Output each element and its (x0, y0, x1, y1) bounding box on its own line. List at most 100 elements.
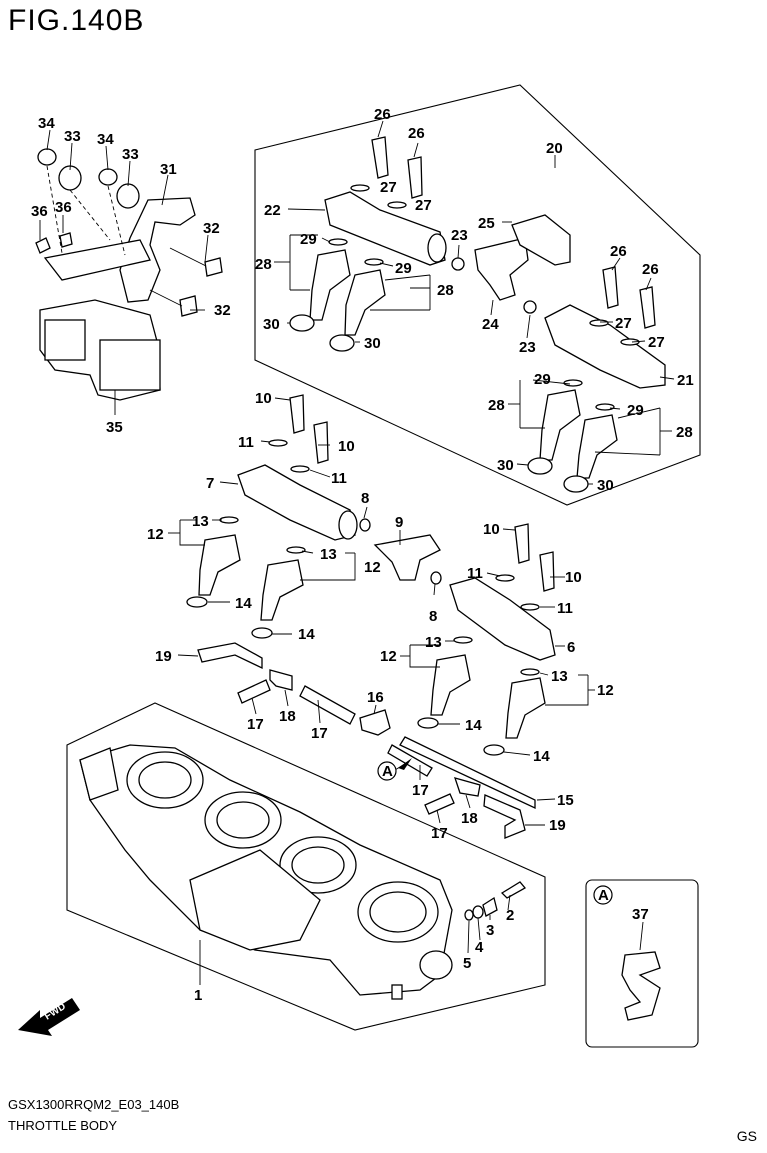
fuel-injector-12-lower-right (483, 668, 546, 756)
callout-10: 10 (565, 569, 582, 586)
hose-clamp-37 (621, 951, 661, 1021)
callout-20: 20 (546, 140, 563, 157)
callout-19: 19 (155, 648, 172, 665)
cover-25 (511, 214, 571, 266)
callout-4: 4 (475, 939, 484, 956)
callout-8: 8 (361, 490, 369, 507)
vacuum-hoses (197, 642, 536, 839)
callout-17: 17 (311, 725, 328, 742)
callout-36: 36 (55, 199, 72, 216)
callout-23: 23 (451, 227, 468, 244)
callout-29: 29 (395, 260, 412, 277)
adjust-screw-parts (464, 881, 527, 921)
region-code: GS (736, 1128, 757, 1144)
callout-27: 27 (648, 334, 665, 351)
callout-14: 14 (533, 748, 550, 765)
callout-34: 34 (97, 131, 114, 148)
svg-text:A: A (598, 887, 609, 904)
callout-11: 11 (557, 600, 573, 617)
callout-12: 12 (597, 682, 614, 699)
reference-marker-a: A (377, 761, 397, 781)
callout-37: 37 (632, 906, 649, 923)
callout-2: 2 (506, 907, 514, 924)
callout-26: 26 (610, 243, 627, 260)
fuel-pipe-9 (359, 518, 442, 585)
callout-30: 30 (263, 316, 280, 333)
fuel-injector-12-right (251, 546, 306, 639)
callout-28: 28 (255, 256, 272, 273)
callout-12: 12 (380, 648, 397, 665)
callout-26: 26 (374, 106, 391, 123)
leader-lines (39, 120, 675, 985)
callout-17: 17 (247, 716, 264, 733)
callout-21: 21 (677, 372, 694, 389)
upper-fuel-rail-22 (324, 136, 447, 266)
callout-29: 29 (300, 231, 317, 248)
callout-11: 11 (467, 565, 483, 582)
svg-text:A: A (382, 763, 393, 780)
callout-32: 32 (214, 302, 231, 319)
callout-25: 25 (478, 215, 495, 232)
callout-1: 1 (194, 987, 202, 1004)
callout-32: 32 (203, 220, 220, 237)
callout-35: 35 (106, 419, 123, 436)
callout-36: 36 (31, 203, 48, 220)
callout-26: 26 (642, 261, 659, 278)
figure-title: FIG.140B (8, 4, 145, 37)
callout-13: 13 (192, 513, 209, 530)
callout-10: 10 (483, 521, 500, 538)
callout-27: 27 (415, 197, 432, 214)
callout-10: 10 (255, 390, 272, 407)
diagram-name: THROTTLE BODY (8, 1118, 118, 1133)
callout-23: 23 (519, 339, 536, 356)
callout-22: 22 (264, 202, 281, 219)
fuel-injector-28-left (289, 238, 351, 332)
bracket-assembly (35, 148, 223, 317)
callout-13: 13 (425, 634, 442, 651)
sensor-unit (39, 299, 161, 401)
throttle-body-frame (66, 702, 546, 1031)
callout-13: 13 (551, 668, 568, 685)
callout-33: 33 (64, 128, 81, 145)
callout-19: 19 (549, 817, 566, 834)
callout-18: 18 (461, 810, 478, 827)
callout-18: 18 (279, 708, 296, 725)
callout-26: 26 (408, 125, 425, 142)
callout-30: 30 (597, 477, 614, 494)
callout-14: 14 (298, 626, 315, 643)
callout-17: 17 (412, 782, 429, 799)
detail-box-a (585, 879, 699, 1048)
fuel-injector-12-left (186, 516, 241, 608)
callout-14: 14 (235, 595, 252, 612)
callout-12: 12 (364, 559, 381, 576)
fuel-rail-6 (449, 523, 556, 661)
callout-33: 33 (122, 146, 139, 163)
callout-11: 11 (331, 470, 347, 487)
callout-31: 31 (160, 161, 177, 178)
fuel-injector-28-lower-left (527, 379, 583, 475)
callout-17: 17 (431, 825, 448, 842)
callout-8: 8 (429, 608, 437, 625)
callout-16: 16 (367, 689, 384, 706)
callout-9: 9 (395, 514, 403, 531)
callout-27: 27 (615, 315, 632, 332)
callout-5: 5 (463, 955, 471, 972)
callout-24: 24 (482, 316, 499, 333)
callout-28: 28 (676, 424, 693, 441)
callout-15: 15 (557, 792, 574, 809)
callout-6: 6 (567, 639, 575, 656)
callout-labels: 34 33 34 33 31 36 36 32 32 35 20 26 26 2… (31, 106, 694, 1004)
callout-7: 7 (206, 475, 214, 492)
callout-34: 34 (38, 115, 55, 132)
callout-30: 30 (364, 335, 381, 352)
callout-12: 12 (147, 526, 164, 543)
callout-28: 28 (437, 282, 454, 299)
callout-27: 27 (380, 179, 397, 196)
callout-3: 3 (486, 922, 494, 939)
upper-fuel-rail-21 (544, 266, 666, 389)
callout-29: 29 (627, 402, 644, 419)
diagram-code: GSX1300RRQM2_E03_140B (8, 1097, 180, 1112)
fuel-rail-7 (237, 394, 358, 541)
fwd-arrow: FWD (18, 998, 80, 1036)
